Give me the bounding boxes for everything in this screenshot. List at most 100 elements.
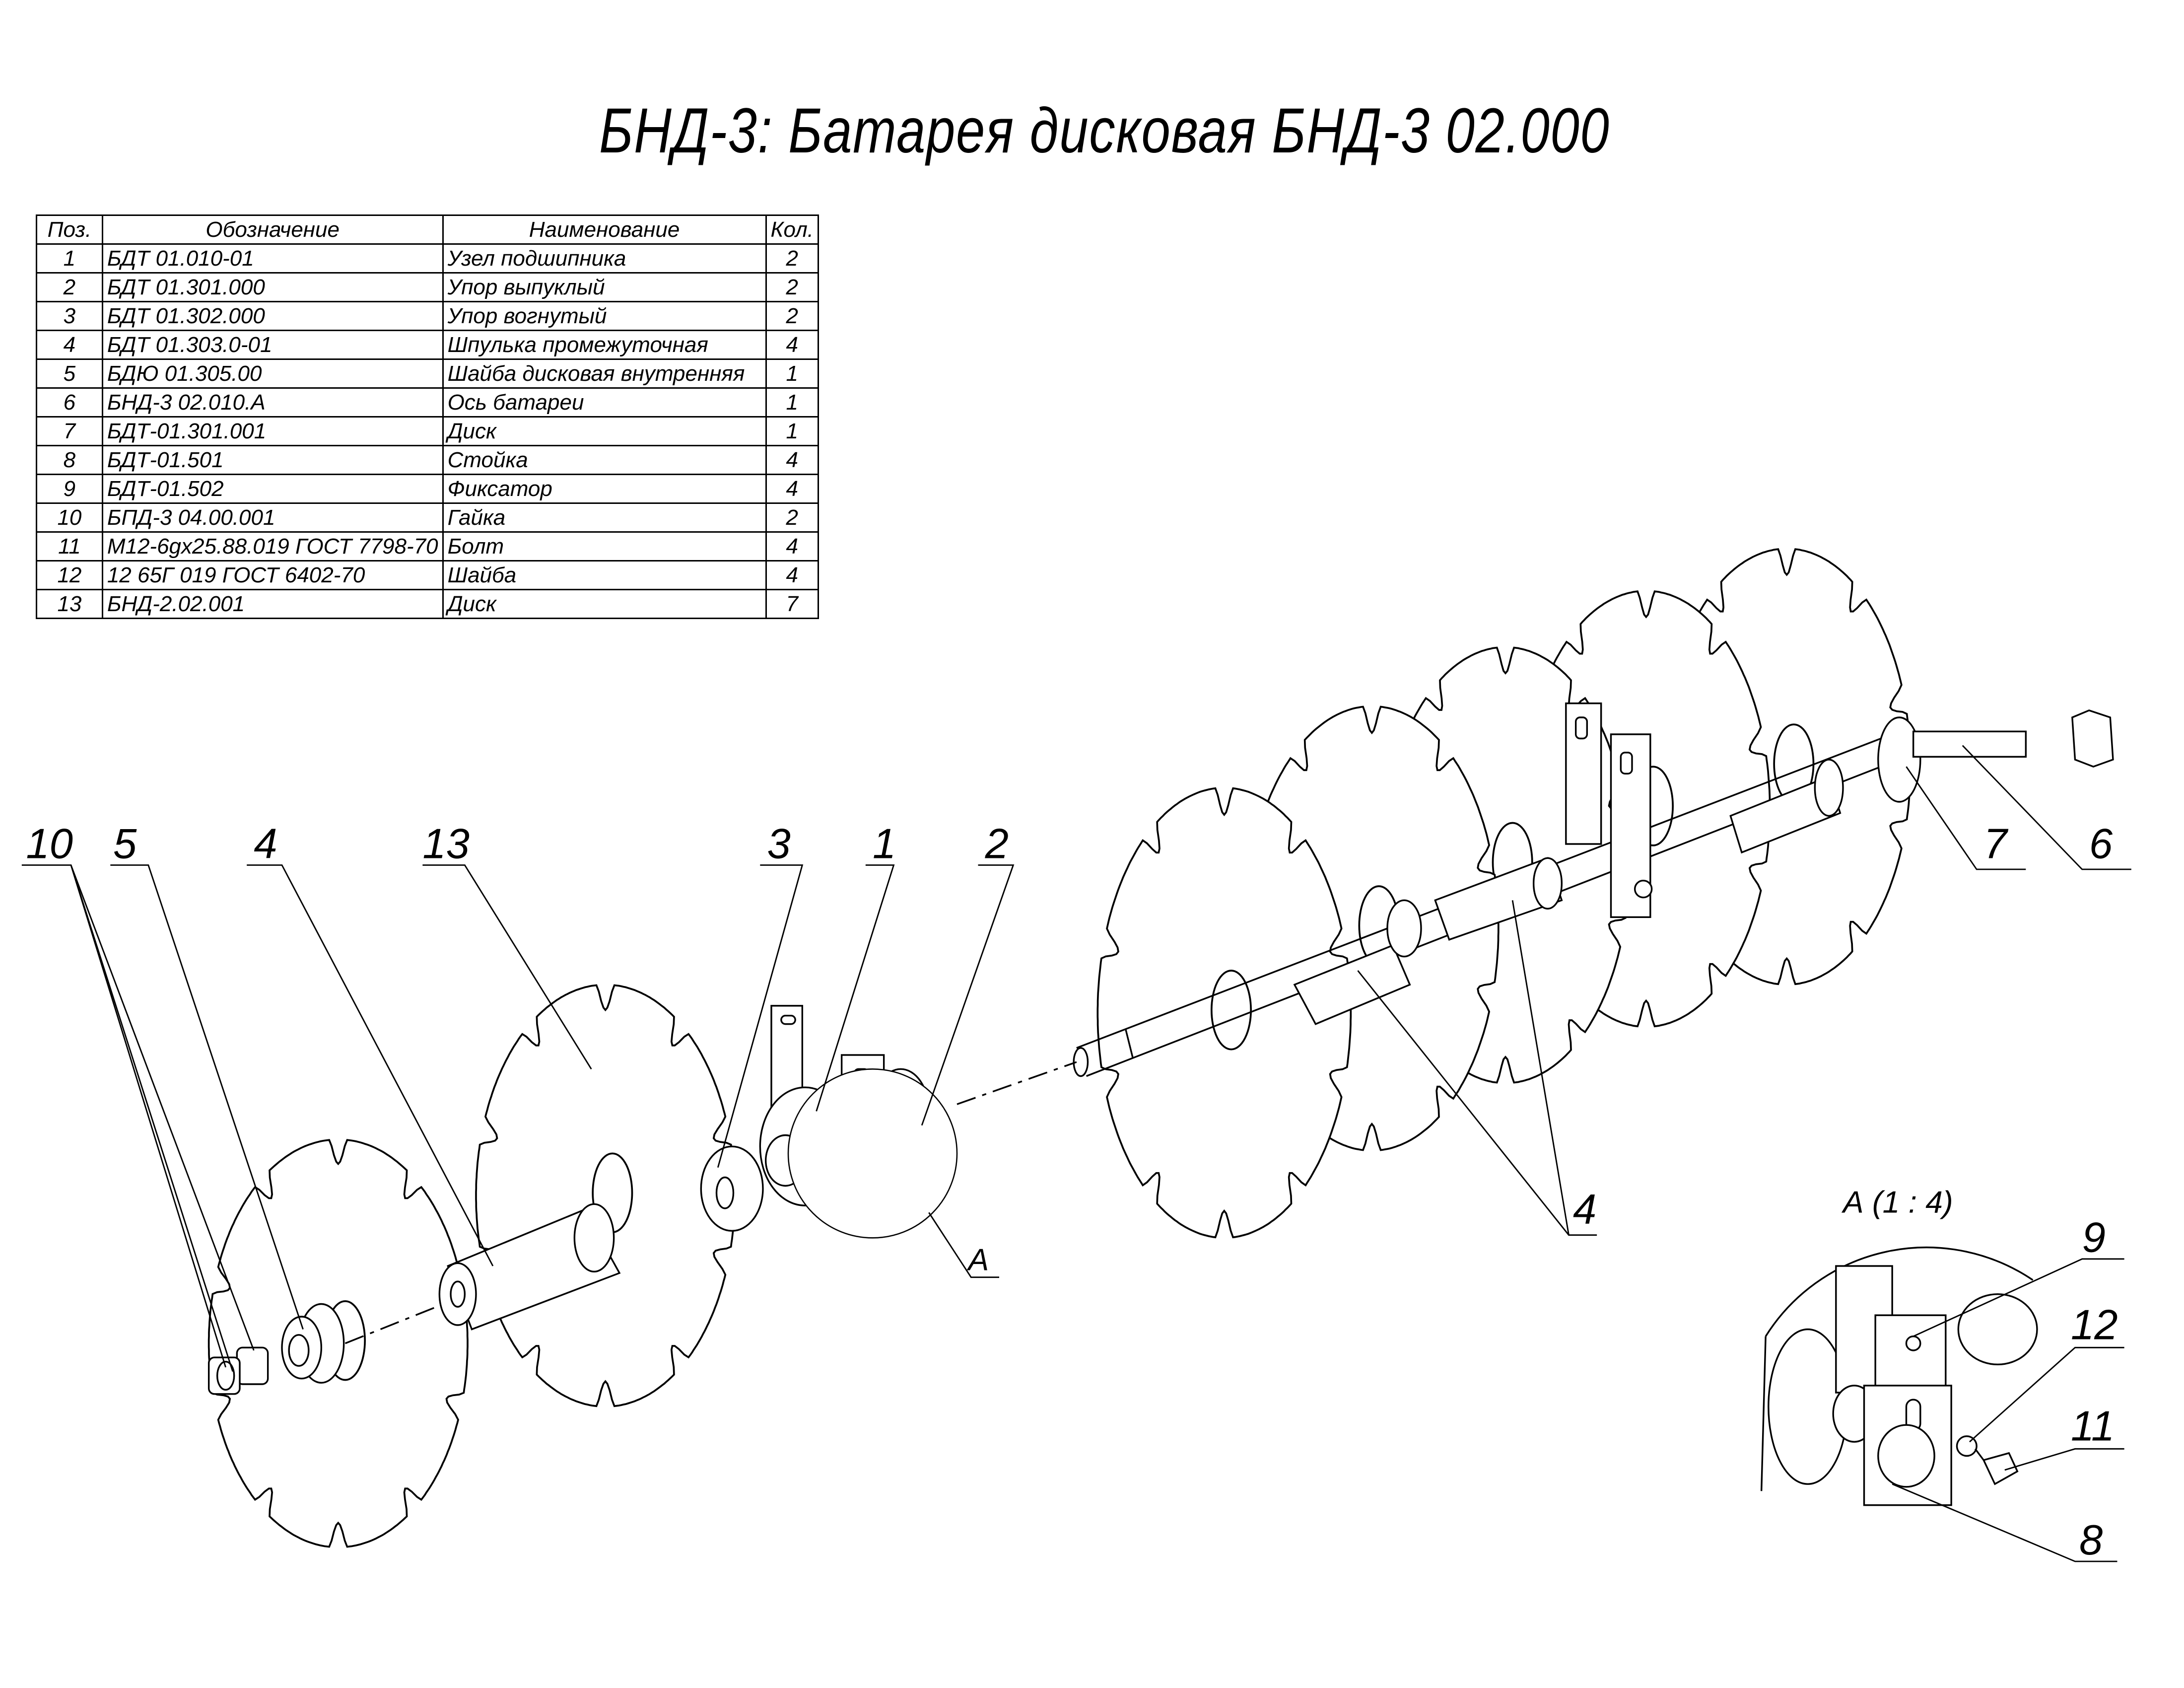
cell-designation: 12 65Г 019 ГОСТ 6402-70 (101, 560, 444, 590)
cell-pos: 5 (36, 358, 103, 389)
cell-qty: 7 (765, 589, 819, 619)
col-qty: Кол. (765, 214, 819, 245)
callout-6: 6 (2089, 820, 2113, 867)
col-pos: Поз. (36, 214, 103, 245)
callout-4-right: 4 (1573, 1186, 1596, 1233)
cell-name: Стойка (442, 445, 767, 475)
spool-4-right (1293, 759, 1844, 1025)
cell-designation: БДТ-01.301.001 (101, 416, 444, 446)
cell-qty: 2 (765, 301, 819, 331)
cell-pos: 12 (36, 560, 103, 590)
cell-qty: 4 (765, 531, 819, 562)
cell-qty: 2 (765, 502, 819, 533)
cell-pos: 2 (36, 272, 103, 302)
cell-designation: БДТ 01.010-01 (101, 243, 444, 274)
cell-designation: БДТ 01.302.000 (101, 301, 444, 331)
drawing-title: БНД-3: Батарея дисковая БНД-3 02.000 (599, 95, 1610, 166)
axle-head-6 (1912, 709, 2114, 768)
callout-13: 13 (422, 820, 470, 867)
cell-name: Фиксатор (442, 474, 767, 504)
disc-hub (1210, 970, 1252, 1051)
leader-lines (21, 745, 2131, 1562)
cell-qty: 2 (765, 272, 819, 302)
cell-name: Шайба (442, 560, 767, 590)
cell-name: Ось батареи (442, 387, 767, 418)
cell-pos: 3 (36, 301, 103, 331)
cell-qty: 4 (765, 330, 819, 360)
cell-qty: 1 (765, 416, 819, 446)
nuts-10 (207, 1346, 269, 1395)
cell-designation: БПД-3 04.00.001 (101, 502, 444, 533)
callout-a: А (966, 1243, 989, 1277)
cell-qty: 4 (765, 474, 819, 504)
callout-9: 9 (2082, 1214, 2106, 1262)
cell-qty: 1 (765, 358, 819, 389)
cell-qty: 1 (765, 387, 819, 418)
callout-11: 11 (2071, 1403, 2115, 1450)
cell-pos: 7 (36, 416, 103, 446)
cell-designation: БНД-2.02.001 (101, 589, 444, 619)
cell-pos: 13 (36, 589, 103, 619)
cell-name: Диск (442, 416, 767, 446)
cell-designation: М12-6gх25.88.019 ГОСТ 7798-70 (101, 531, 444, 562)
cell-designation: БНД-3 02.010.А (101, 387, 444, 418)
cell-qty: 4 (765, 560, 819, 590)
cell-designation: БДТ-01.502 (101, 474, 444, 504)
washer-7 (1877, 716, 1921, 803)
callout-3: 3 (767, 820, 791, 867)
col-designation: Обозначение (101, 214, 444, 245)
cell-qty: 4 (765, 445, 819, 475)
stand-right (1565, 702, 1653, 918)
cell-designation: БДТ 01.301.000 (101, 272, 444, 302)
cell-pos: 11 (36, 531, 103, 562)
col-name: Наименование (442, 214, 767, 245)
cell-name: Шайба дисковая внутренняя (442, 358, 767, 389)
detail-a-title: А (1 : 4) (1841, 1185, 1953, 1219)
cell-name: Упор вогнутый (442, 301, 767, 331)
cell-pos: 8 (36, 445, 103, 475)
washer-3 (700, 1145, 764, 1232)
cell-pos: 4 (36, 330, 103, 360)
cell-name: Гайка (442, 502, 767, 533)
cell-name: Болт (442, 531, 767, 562)
spool-4-left (438, 1203, 621, 1331)
table-header-row: Поз. Обозначение Наименование Кол. (36, 214, 819, 245)
cell-qty: 2 (765, 243, 819, 274)
callout-1: 1 (873, 820, 896, 867)
cell-name: Узел подшипника (442, 243, 767, 274)
callout-8: 8 (2079, 1517, 2103, 1564)
washer-5 (281, 1303, 345, 1384)
detail-view-a (1760, 1246, 2038, 1506)
callout-4-left: 4 (254, 820, 277, 867)
bearing-unit-1 (759, 1005, 958, 1239)
callout-10: 10 (26, 820, 73, 867)
callout-5: 5 (113, 820, 137, 867)
cell-designation: БДЮ 01.305.00 (101, 358, 444, 389)
cell-name: Упор выпуклый (442, 272, 767, 302)
cell-designation: БДТ 01.303.0-01 (101, 330, 444, 360)
cell-designation: БДТ-01.501 (101, 445, 444, 475)
callout-12: 12 (2071, 1301, 2118, 1348)
cell-name: Диск (442, 589, 767, 619)
cell-pos: 6 (36, 387, 103, 418)
cell-name: Шпулька промежуточная (442, 330, 767, 360)
cell-pos: 9 (36, 474, 103, 504)
cell-pos: 1 (36, 243, 103, 274)
callout-2: 2 (985, 820, 1009, 867)
callout-7: 7 (1983, 820, 2008, 867)
